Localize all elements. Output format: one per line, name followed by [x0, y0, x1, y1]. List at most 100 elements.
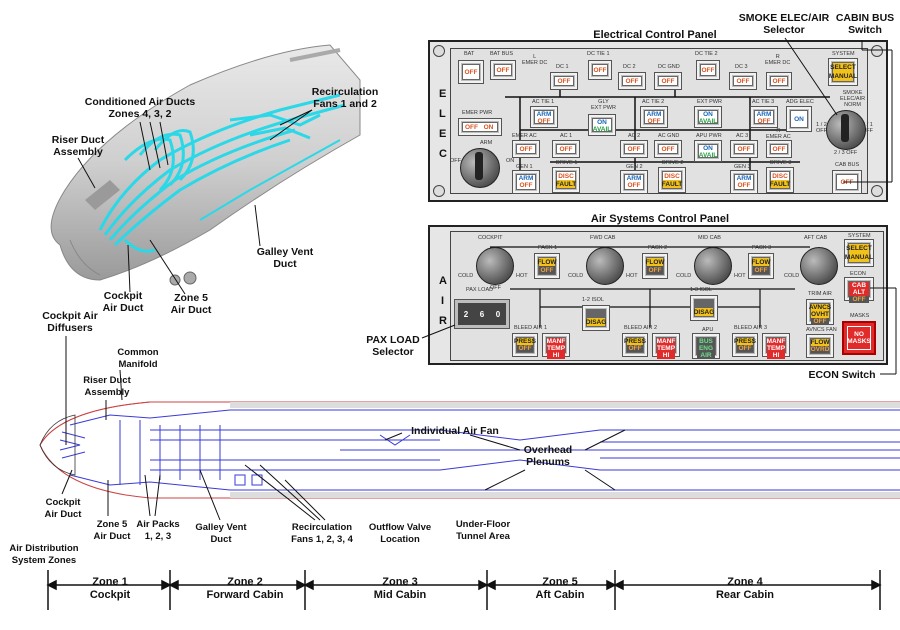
label-cockpit: COCKPIT: [478, 235, 503, 241]
air-letter: R: [439, 315, 447, 327]
pax-load-selector[interactable]: 2 6 0: [454, 299, 510, 329]
r-emer-dc-switch[interactable]: OFF: [766, 72, 792, 90]
ac3-switch[interactable]: OFF: [730, 140, 758, 158]
air-panel-title: Air Systems Control Panel: [590, 213, 730, 225]
callout-pax-load-selector: PAX LOAD Selector: [366, 334, 420, 358]
fuselage-plan-view: [39, 401, 900, 499]
dc2-switch[interactable]: OFF: [618, 72, 646, 90]
label-ac-tie2: AC TIE 2: [642, 99, 665, 105]
label-dc-tie2: DC TIE 2: [695, 51, 718, 57]
dc-tie1-switch[interactable]: OFF: [588, 60, 612, 80]
masks-switch[interactable]: NO MASKS: [842, 321, 876, 355]
bat-bus-switch[interactable]: OFF: [490, 60, 516, 80]
knob-pointer: [475, 152, 483, 180]
zone-4-area: Rear Cabin: [715, 589, 775, 601]
elec-letter: E: [439, 128, 447, 140]
callout-recirculation-fans-1234: Recirculation Fans 1, 2, 3, 4: [291, 522, 353, 545]
zone-1-name: Zone 1: [92, 576, 128, 588]
dc1-switch[interactable]: OFF: [550, 72, 578, 90]
elec-letter: L: [439, 108, 446, 120]
label-hot: HOT: [516, 273, 528, 279]
label-apu-pwr: APU PWR: [696, 133, 722, 139]
dc3-switch[interactable]: OFF: [729, 72, 757, 90]
zone-5-name: Zone 5: [542, 576, 578, 588]
label-bat-bus: BAT BUS: [490, 51, 514, 57]
callout-leaders-top: [77, 109, 313, 295]
dc-gnd-switch[interactable]: OFF: [654, 72, 682, 90]
emer-ac-switch[interactable]: OFF: [512, 140, 540, 158]
label-gen1: GEN 1: [516, 164, 533, 170]
label-hot: HOT: [626, 273, 638, 279]
label-econ: ECON: [850, 271, 866, 277]
ac2-switch[interactable]: OFF: [620, 140, 648, 158]
adg-elec-switch[interactable]: ON: [786, 106, 812, 132]
label-ext-pwr: EXT PWR: [697, 99, 722, 105]
isol-13-switch[interactable]: DISAG: [690, 295, 718, 321]
label-r-emer-dc: R EMER DC: [765, 54, 791, 66]
r-emer-ac-switch[interactable]: OFF: [766, 140, 792, 158]
label-on-knob: ON: [506, 158, 515, 164]
label-mid-cab: MID CAB: [698, 235, 721, 241]
callout-leaders-bottom: [61, 336, 626, 521]
screw: [433, 185, 445, 197]
label-avncs-fan: AVNCS FAN: [806, 327, 837, 333]
label-trim-air: TRIM AIR: [808, 291, 832, 297]
callout-individual-air-fan: Individual Air Fan: [411, 425, 499, 437]
apu-bleed-switch[interactable]: BUS ENG AIR: [692, 333, 720, 359]
ac-gnd-switch[interactable]: OFF: [654, 140, 682, 158]
label-l-emer-dc: L EMER DC: [522, 54, 548, 66]
air-letter: I: [441, 295, 445, 307]
bat-switch[interactable]: OFF: [458, 60, 484, 84]
label-cold: COLD: [676, 273, 692, 279]
label-drive1: DRIVE 1: [556, 160, 578, 166]
zone-5-area: Aft Cabin: [535, 589, 585, 601]
electrical-control-panel: E L E C BAT OFF BAT BUS OFF L EMER DC DC…: [428, 40, 888, 202]
label-fwd-cab: FWD CAB: [590, 235, 616, 241]
aircraft-3d-illustration: [50, 44, 361, 286]
ac1-switch[interactable]: OFF: [552, 140, 580, 158]
callout-cockpit-air-duct-bottom: Cockpit Air Duct: [44, 497, 82, 520]
callout-leaders-elec: [784, 37, 893, 183]
conditioned-air-ducts: [98, 93, 346, 253]
isol-12-switch[interactable]: DISAG: [582, 305, 610, 331]
label-dc2: DC 2: [623, 64, 636, 70]
label-ac-tie3: AC TIE 3: [752, 99, 775, 105]
label-gly-ext: GLY EXT PWR: [591, 99, 616, 111]
label-ac-tie1: AC TIE 1: [532, 99, 555, 105]
fwd-cab-temp-knob[interactable]: [586, 247, 624, 285]
mid-cab-temp-knob[interactable]: [694, 247, 732, 285]
aft-cab-temp-knob[interactable]: [800, 247, 838, 285]
air-letter: A: [439, 275, 447, 287]
callout-zone5-air-duct-bottom: Zone 5 Air Duct: [93, 519, 131, 542]
zone-3-name: Zone 3: [382, 576, 418, 588]
dc-tie2-switch[interactable]: OFF: [696, 60, 720, 80]
cockpit-temp-knob[interactable]: [476, 247, 514, 285]
